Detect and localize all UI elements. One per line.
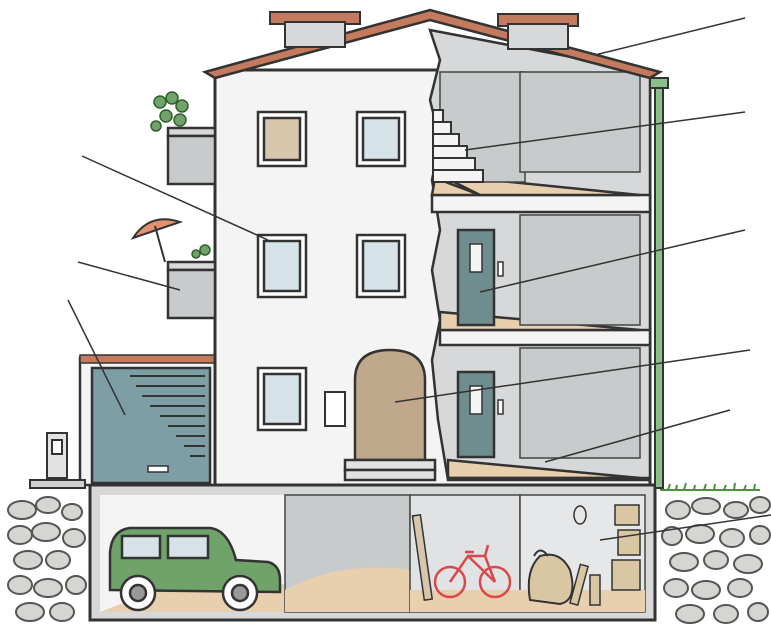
balcony-upper [168, 128, 215, 184]
garage [80, 355, 215, 485]
entrance-door [345, 350, 435, 480]
intercom-icon [325, 392, 345, 426]
parasol-icon [133, 219, 180, 262]
gutter [650, 78, 668, 488]
balcony-lower [168, 262, 215, 318]
callout-balcony [78, 262, 180, 290]
grass [660, 483, 760, 490]
mailbox-icon [30, 433, 85, 488]
basement-storage-floor [410, 590, 645, 612]
interior-walls [520, 72, 640, 458]
callout-roof [595, 18, 745, 55]
stone-wall-left [8, 497, 86, 621]
stone-wall-right [662, 497, 770, 623]
